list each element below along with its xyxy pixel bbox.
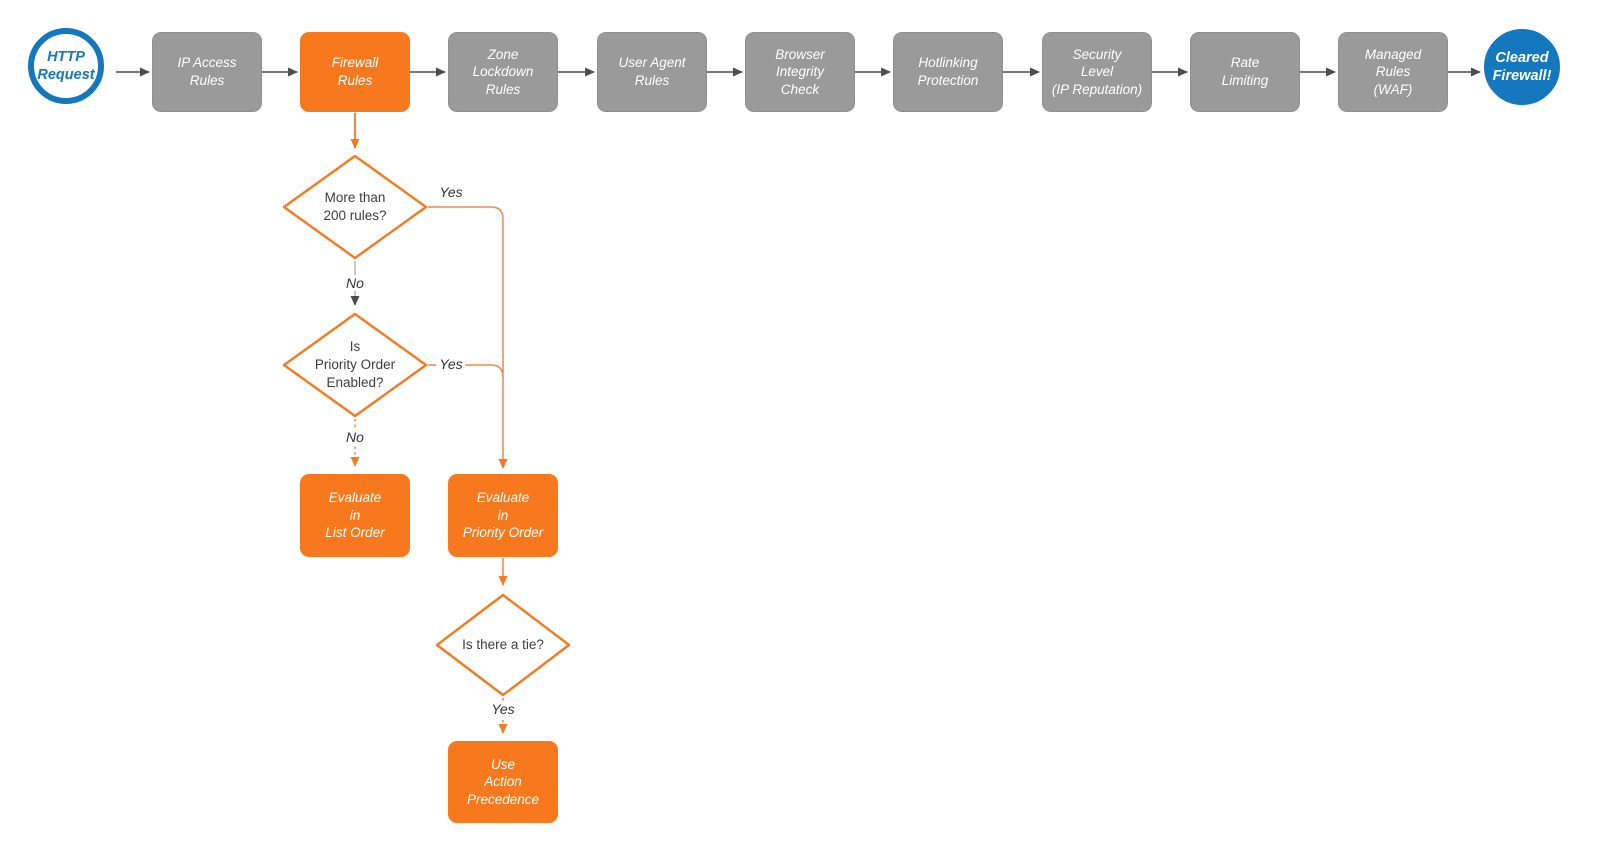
node-zone-lockdown-rules: Zone Lockdown Rules	[448, 32, 558, 112]
decision-is-there-a-tie: Is there a tie?	[435, 593, 571, 697]
node-cleared-firewall: Cleared Firewall!	[1484, 29, 1560, 105]
node-http-request: HTTP Request	[28, 28, 104, 104]
node-hotlinking-protection: Hotlinking Protection	[893, 32, 1003, 112]
decision-label: Is there a tie?	[462, 636, 544, 652]
node-label: Firewall Rules	[331, 55, 379, 88]
node-label: HTTP Request	[37, 48, 95, 83]
edge-label-decision3-yes: Yes	[488, 701, 518, 717]
connector-decision2-yes	[428, 364, 504, 378]
decision-label: Is Priority Order Enabled?	[314, 338, 396, 391]
node-browser-integrity-check: Browser Integrity Check	[745, 32, 855, 112]
edge-label-decision2-no: No	[343, 429, 367, 445]
node-label: Cleared Firewall!	[1492, 49, 1552, 84]
node-label: Managed Rules (WAF)	[1364, 46, 1422, 97]
node-label: IP Access Rules	[177, 55, 237, 88]
node-user-agent-rules: User Agent Rules	[597, 32, 707, 112]
action-use-action-precedence: Use Action Precedence	[448, 741, 558, 823]
node-firewall-rules: Firewall Rules	[300, 32, 410, 112]
decision-label: More than 200 rules?	[323, 189, 387, 223]
node-label: Rate Limiting	[1221, 55, 1269, 88]
edge-label-decision2-yes: Yes	[436, 356, 466, 372]
node-rate-limiting: Rate Limiting	[1190, 32, 1300, 112]
diamond-shape	[282, 154, 428, 260]
node-label: Use Action Precedence	[466, 756, 540, 807]
action-evaluate-priority-order: Evaluate in Priority Order	[448, 474, 558, 557]
node-label: Evaluate in Priority Order	[462, 490, 544, 541]
node-managed-rules-waf: Managed Rules (WAF)	[1338, 32, 1448, 112]
connector-decision1-yes	[428, 206, 508, 469]
node-label: User Agent Rules	[618, 55, 686, 88]
edge-label-decision1-no: No	[343, 275, 367, 291]
action-evaluate-list-order: Evaluate in List Order	[300, 474, 410, 557]
decision-more-than-200-rules: More than 200 rules?	[282, 154, 428, 260]
node-ip-access-rules: IP Access Rules	[152, 32, 262, 112]
node-label: Hotlinking Protection	[917, 55, 979, 88]
node-label: Zone Lockdown Rules	[472, 46, 534, 97]
node-label: Browser Integrity Check	[775, 46, 825, 97]
diamond-shape	[282, 312, 428, 418]
node-label: Security Level (IP Reputation)	[1051, 46, 1143, 97]
edge-label-decision1-yes: Yes	[436, 184, 466, 200]
node-security-level: Security Level (IP Reputation)	[1042, 32, 1152, 112]
diamond-shape	[435, 593, 571, 697]
decision-priority-order-enabled: Is Priority Order Enabled?	[282, 312, 428, 418]
node-label: Evaluate in List Order	[325, 490, 385, 541]
